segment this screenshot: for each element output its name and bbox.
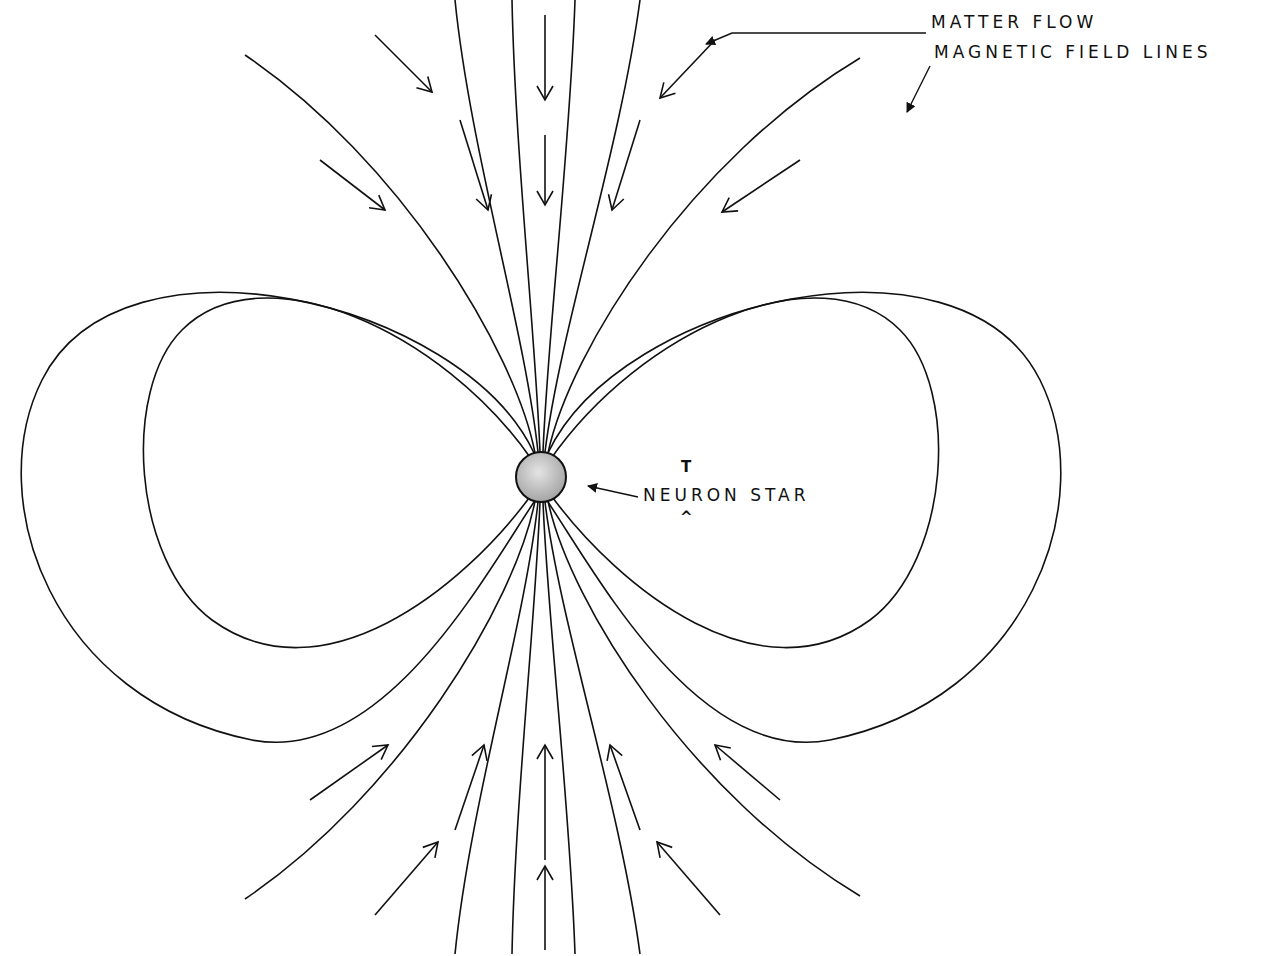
field-lines (21, 0, 1061, 954)
neutron-star (516, 452, 566, 502)
callout-label: MAGNETIC FIELD LINES (933, 42, 1213, 62)
open-lines (245, 0, 860, 954)
correction-mark: T (680, 458, 692, 476)
closed-loops (21, 292, 1061, 742)
correction-mark: ^ (679, 508, 694, 526)
leader-lines (588, 33, 930, 497)
callout-label: NEURON STAR (642, 485, 811, 505)
callout-label: MATTER FLOW (930, 12, 1098, 32)
matter-flow-arrows (310, 15, 800, 950)
